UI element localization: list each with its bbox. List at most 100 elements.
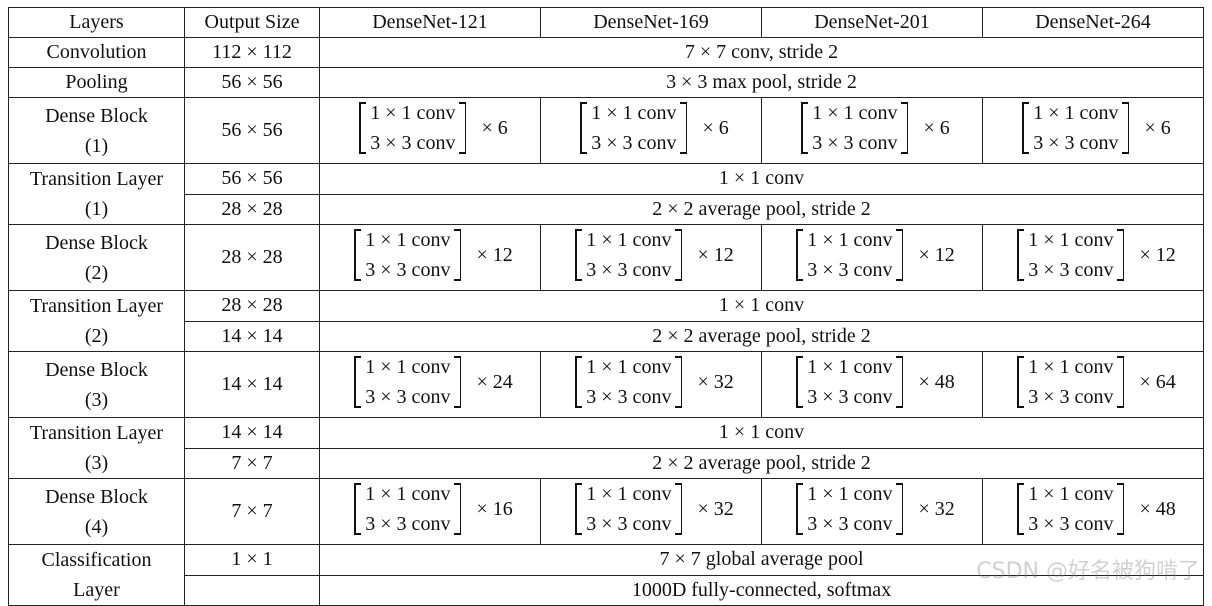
row-transition-3a: Transition Layer(3) 14 × 14 1 × 1 conv — [8, 417, 1204, 479]
left-bracket-icon — [568, 480, 586, 538]
size-cell: 14 × 14 — [184, 417, 320, 449]
size-cell: 56 × 56 — [184, 97, 320, 164]
row-convolution: Convolution 112 × 112 7 × 7 conv, stride… — [8, 37, 1204, 68]
size-cell: 7 × 7 — [184, 478, 320, 545]
left-bracket-icon — [794, 99, 812, 157]
repeat-count: × 24 — [476, 370, 513, 393]
block-line-2: 3 × 3 conv — [591, 132, 677, 154]
repeat-count: × 48 — [918, 370, 955, 393]
layer-cell: Transition Layer(3) — [8, 417, 185, 479]
layer-index: (3) — [84, 452, 109, 474]
right-bracket-icon — [1118, 99, 1136, 157]
block-line-1: 1 × 1 conv — [807, 229, 893, 251]
left-bracket-icon — [1010, 353, 1028, 411]
left-bracket-icon — [347, 353, 365, 411]
header-densenet-169: DenseNet-169 — [540, 7, 762, 38]
left-bracket-icon — [1010, 480, 1028, 538]
repeat-count: × 12 — [697, 243, 734, 266]
right-bracket-icon — [671, 353, 689, 411]
spec-cell: 3 × 3 max pool, stride 2 — [319, 67, 1204, 98]
row-transition-3b: 7 × 7 2 × 2 average pool, stride 2 — [9, 447, 1204, 479]
layer-cell: Dense Block (4) — [8, 478, 185, 545]
layer-name: Dense Block — [45, 104, 148, 127]
repeat-count: × 48 — [1139, 497, 1176, 520]
spec-cell: 2 × 2 average pool, stride 2 — [319, 320, 1204, 352]
block-line-1: 1 × 1 conv — [1033, 102, 1119, 124]
size-cell: 1 × 1 — [184, 544, 320, 576]
block-line-2: 3 × 3 conv — [1028, 259, 1114, 281]
spec-cell: 1 × 1 conv — [319, 417, 1204, 449]
repeat-count: × 6 — [481, 116, 508, 139]
left-bracket-icon — [789, 353, 807, 411]
layer-name-2: Layer — [73, 579, 120, 601]
row-classification-b: 1000D fully-connected, softmax — [9, 574, 1204, 606]
block-line-2: 3 × 3 conv — [1028, 513, 1114, 535]
right-bracket-icon — [450, 226, 468, 284]
size-cell: 56 × 56 — [184, 67, 320, 98]
block-line-1: 1 × 1 conv — [586, 356, 672, 378]
repeat-count: × 6 — [923, 116, 950, 139]
block-line-2: 3 × 3 conv — [365, 513, 451, 535]
left-bracket-icon — [573, 99, 591, 157]
layer-cell: Dense Block (1) — [8, 97, 185, 164]
block-line-2: 3 × 3 conv — [807, 386, 893, 408]
layer-index: (1) — [84, 134, 109, 157]
block-line-1: 1 × 1 conv — [1028, 483, 1114, 505]
left-bracket-icon — [347, 480, 365, 538]
layer-name: Dense Block — [45, 358, 148, 381]
header-densenet-201: DenseNet-201 — [761, 7, 983, 38]
size-cell: 28 × 28 — [184, 193, 320, 225]
header-output-size: Output Size — [184, 7, 320, 38]
row-pooling: Pooling 56 × 56 3 × 3 max pool, stride 2 — [8, 67, 1204, 98]
left-bracket-icon — [352, 99, 370, 157]
repeat-count: × 64 — [1139, 370, 1176, 393]
layer-index: (4) — [84, 515, 109, 538]
conv-block: 1 × 1 conv 3 × 3 conv × 24 — [347, 352, 513, 412]
block-line-1: 1 × 1 conv — [591, 102, 677, 124]
row-transition-1a: Transition Layer(1) 56 × 56 1 × 1 conv — [8, 163, 1204, 225]
right-bracket-icon — [892, 353, 910, 411]
block-line-1: 1 × 1 conv — [365, 356, 451, 378]
block-line-1: 1 × 1 conv — [1028, 356, 1114, 378]
row-transition-2a: Transition Layer(2) 28 × 28 1 × 1 conv — [8, 290, 1204, 352]
block-line-1: 1 × 1 conv — [812, 102, 898, 124]
layer-index: (2) — [84, 325, 109, 347]
block-line-2: 3 × 3 conv — [807, 259, 893, 281]
layer-cell: Dense Block(3) — [8, 351, 185, 418]
layer-index: (2) — [84, 261, 109, 284]
header-row: Layers Output Size DenseNet-121 DenseNet… — [8, 7, 1204, 38]
right-bracket-icon — [450, 480, 468, 538]
left-bracket-icon — [568, 226, 586, 284]
left-bracket-icon — [1015, 99, 1033, 157]
layer-name: Classification — [41, 549, 152, 571]
size-cell — [184, 574, 320, 606]
block-line-2: 3 × 3 conv — [370, 132, 456, 154]
block-cell: 1 × 1 conv 3 × 3 conv × 48 — [982, 478, 1204, 545]
left-bracket-icon — [1010, 226, 1028, 284]
left-bracket-icon — [568, 353, 586, 411]
block-line-1: 1 × 1 conv — [586, 229, 672, 251]
right-bracket-icon — [897, 99, 915, 157]
block-line-2: 3 × 3 conv — [365, 386, 451, 408]
layer-name: Dense Block — [45, 485, 148, 508]
layer-name: Transition Layer — [29, 168, 164, 190]
spec-cell: 2 × 2 average pool, stride 2 — [319, 193, 1204, 225]
